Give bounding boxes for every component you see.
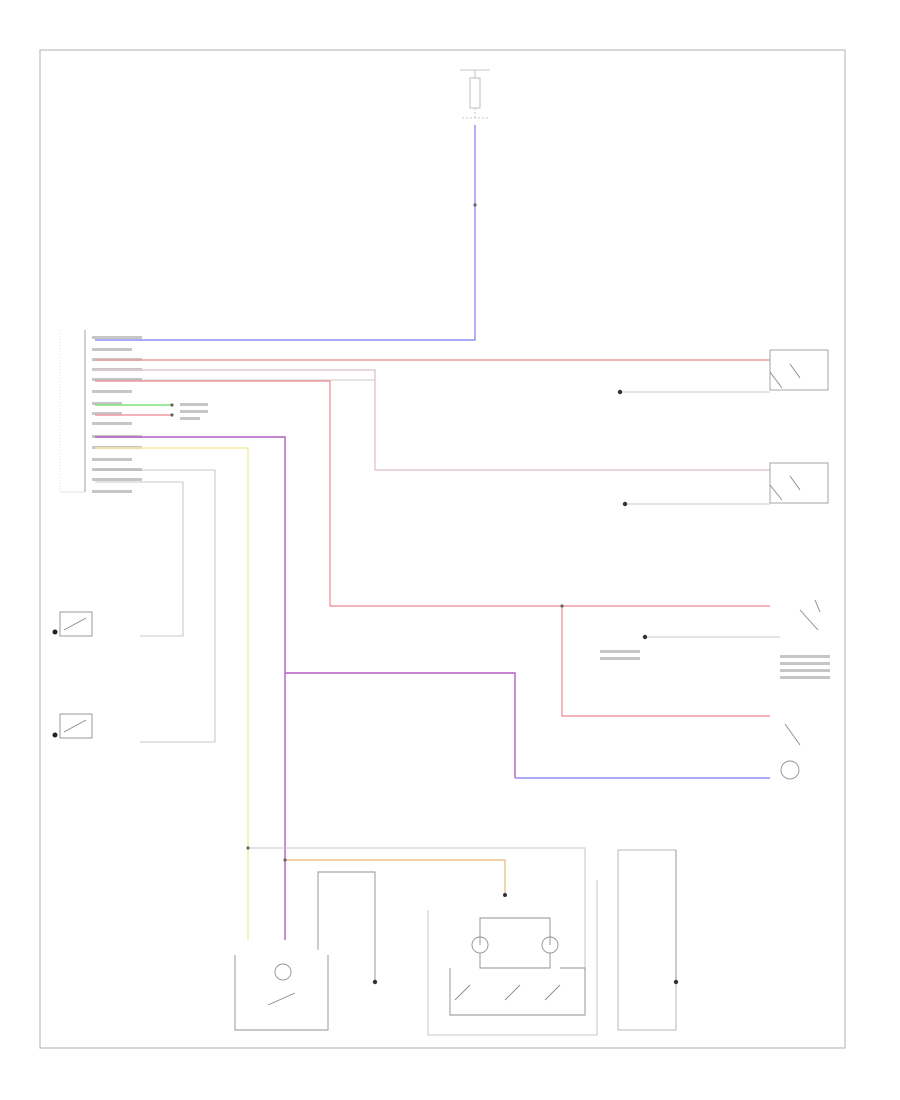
ground-1 — [317, 871, 378, 985]
wire-gray-switch-2 — [95, 469, 216, 743]
wire-blue-main — [95, 125, 476, 341]
diagram-frame — [39, 49, 846, 1049]
wire-red-2 — [95, 380, 770, 607]
top-fuse-block — [460, 69, 490, 119]
wire-yellow — [95, 447, 249, 940]
switch-group-right — [560, 599, 830, 717]
wire-gray-switch-1 — [95, 481, 184, 637]
door-switch-2 — [52, 713, 93, 739]
lamp-right — [780, 723, 801, 780]
module-connector — [59, 330, 86, 493]
lock-motor-1 — [617, 349, 829, 395]
bottom-left-lamp — [234, 955, 329, 1031]
wire-gray-1 — [95, 369, 770, 471]
wire-orange-bus — [285, 859, 506, 895]
door-switch-1 — [52, 611, 93, 637]
wire-purple — [95, 436, 286, 940]
lock-motor-2 — [622, 462, 829, 507]
splice-dot — [473, 203, 477, 207]
wire-purple-branch — [285, 672, 516, 778]
bottom-mid-assembly — [427, 880, 598, 1036]
ground-3 — [617, 849, 679, 1031]
wire-thin-bus — [248, 847, 586, 1005]
